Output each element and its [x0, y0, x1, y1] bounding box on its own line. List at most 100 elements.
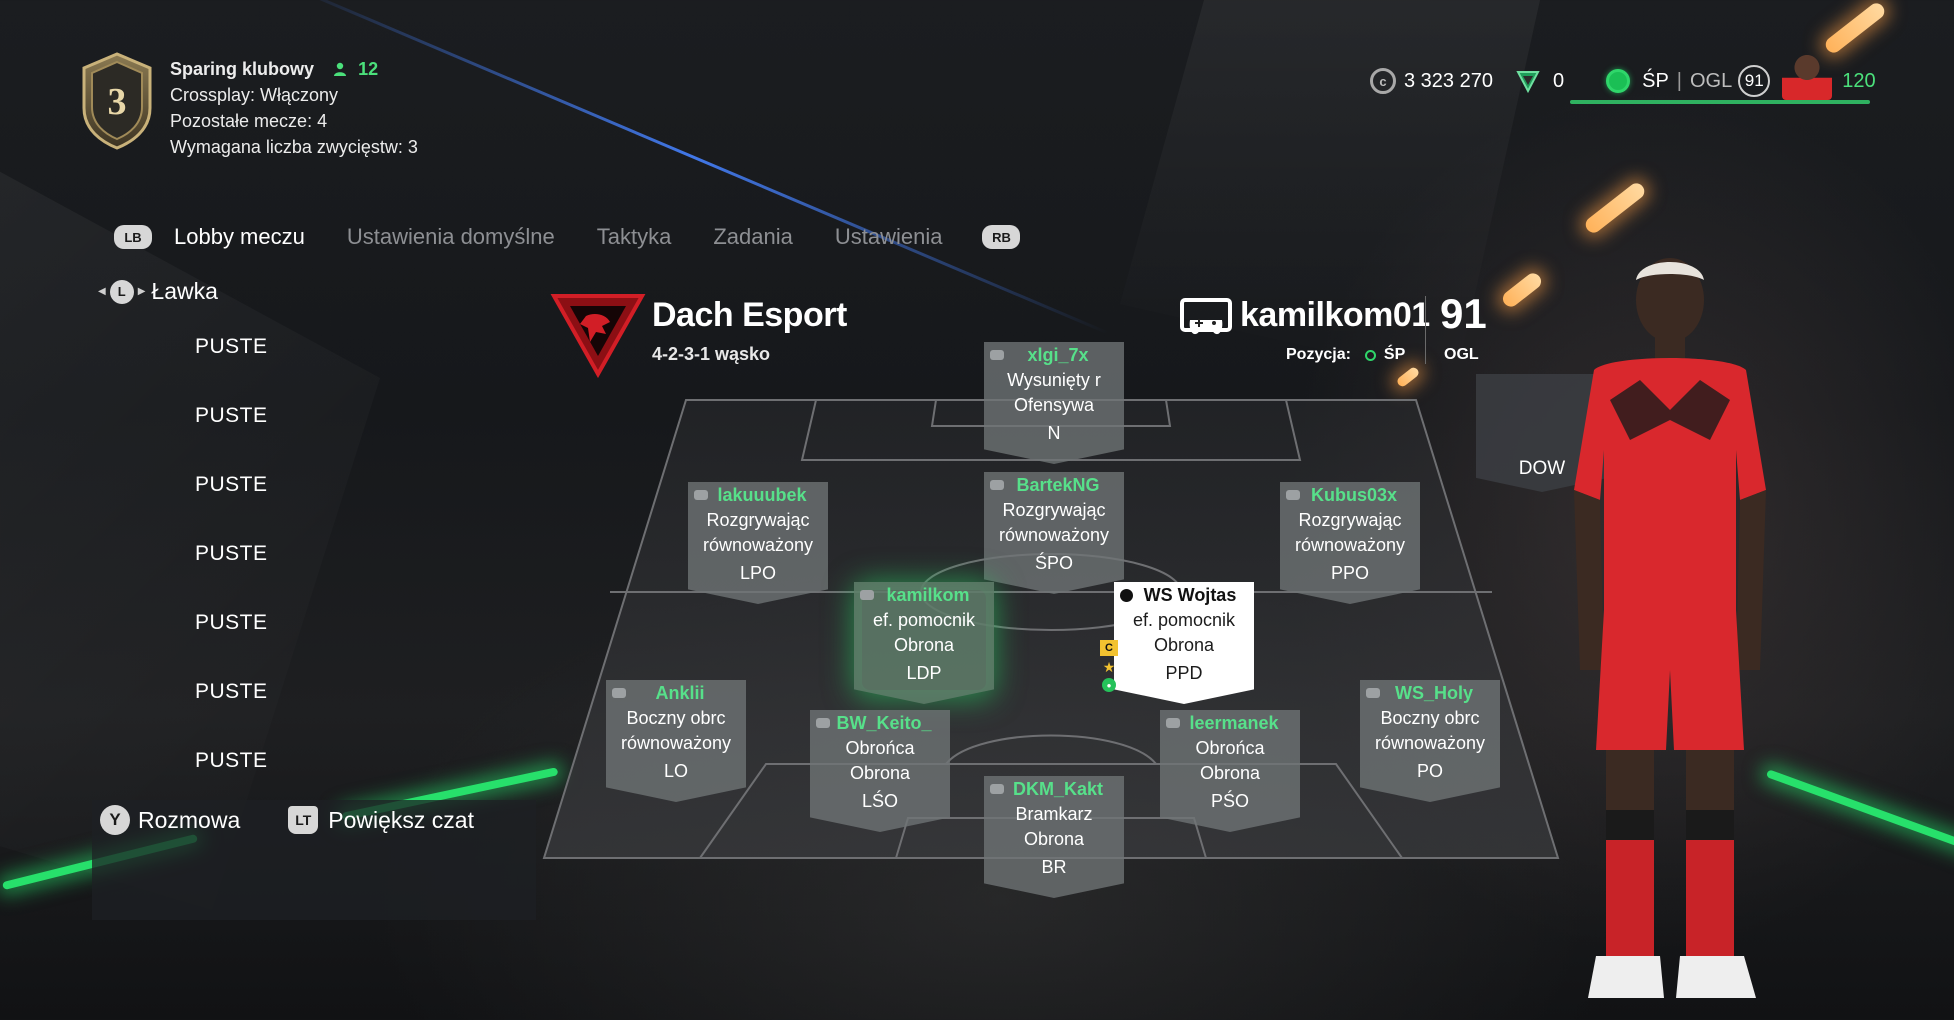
controller-small-icon: [1366, 688, 1380, 698]
bench-list: PUSTE PUSTE PUSTE PUSTE PUSTE PUSTE PUST…: [195, 330, 268, 813]
points-shield-icon: [1516, 71, 1540, 94]
player-avatar-figure: [1574, 258, 1766, 998]
controller-small-icon: [1286, 490, 1300, 500]
controller-small-icon: [1120, 589, 1133, 602]
card-player-name: BW_Keito_: [836, 713, 932, 733]
coin-icon: c: [1370, 68, 1396, 94]
profile-xp: 120: [1842, 69, 1876, 92]
controller-small-icon: [1166, 718, 1180, 728]
remaining-matches: Pozostałe mecze: 4: [170, 111, 328, 131]
background-panel: [0, 150, 380, 910]
tab-default-settings[interactable]: Ustawienia domyślne: [346, 224, 555, 249]
member-count: 12: [358, 59, 379, 79]
tab-tactics[interactable]: Taktyka: [596, 224, 672, 249]
required-wins: Wymagana liczba zwycięstw: 3: [170, 137, 418, 157]
separator: |: [1676, 69, 1682, 92]
tab-settings[interactable]: Ustawienia: [834, 224, 943, 249]
card-style: równoważony: [1294, 535, 1406, 555]
lt-trigger-icon[interactable]: LT: [288, 806, 319, 834]
card-position: LDP: [906, 663, 942, 683]
card-position: PŚO: [1210, 791, 1249, 811]
card-player-name: BartekNG: [1016, 475, 1100, 495]
captain-badge-icon: C: [1100, 640, 1118, 656]
position-status-icon: [1364, 349, 1376, 361]
background-light-beam: [278, 0, 1109, 335]
talk-button[interactable]: Rozmowa: [138, 806, 241, 833]
controller-small-icon: [990, 480, 1004, 490]
header-divider: [1425, 296, 1426, 364]
bench-slot[interactable]: PUSTE: [195, 542, 268, 565]
profile-ogl-label: OGL: [1690, 69, 1733, 92]
profile-ogl-value: 91: [1738, 65, 1771, 97]
y-button-icon[interactable]: Y: [100, 805, 130, 835]
card-role: Obrońca: [1195, 738, 1265, 758]
card-role: Boczny obrc: [626, 708, 726, 728]
player-name: kamilkom01: [1240, 296, 1430, 334]
card-position: LŚO: [861, 791, 899, 811]
bench-slot[interactable]: PUSTE: [195, 611, 268, 634]
background-orange-light: [1499, 270, 1545, 310]
avatar[interactable]: [1782, 50, 1833, 100]
card-role: Bramkarz: [1015, 804, 1093, 824]
card-player-name: lakuuubek: [717, 485, 807, 505]
crossplay-status: Crossplay: Włączony: [170, 85, 339, 105]
person-icon: [334, 62, 347, 76]
card-style: równoważony: [620, 733, 732, 753]
card-style: równoważony: [702, 535, 814, 555]
card-player-name: DKM_Kakt: [1012, 779, 1104, 799]
profile-position: ŚP: [1642, 69, 1669, 92]
coin-balance: 3 323 270: [1404, 69, 1493, 92]
background-orange-light: [1395, 365, 1421, 389]
background-panel-top: [1120, 0, 1540, 380]
bench-header[interactable]: ◀ L ▶ Ławka: [98, 278, 218, 305]
card-style: Obrona: [1023, 829, 1085, 849]
tab-bar: LB Lobby meczu Ustawienia domyślne Takty…: [114, 224, 1021, 250]
star-icon: ★: [1102, 658, 1116, 675]
card-player-name: Kubus03x: [1310, 485, 1398, 505]
expand-chat-button[interactable]: Powiększ czat: [328, 806, 474, 833]
xp-progress-bar: [1570, 100, 1870, 104]
player-rating: 91: [1440, 290, 1487, 337]
lobby-title: Sparing klubowy: [170, 59, 315, 79]
card-role: Rozgrywając: [706, 510, 810, 530]
lb-bumper-icon[interactable]: LB: [114, 225, 152, 249]
controller-icon: [1180, 298, 1232, 335]
bench-slot[interactable]: PUSTE: [195, 680, 268, 703]
bench-slot[interactable]: PUSTE: [195, 473, 268, 496]
chat-actions: Y Rozmowa LT Powiększ czat: [100, 805, 474, 835]
rb-bumper-icon[interactable]: RB: [982, 225, 1021, 249]
card-position: BR: [1041, 857, 1067, 877]
bench-slot[interactable]: PUSTE: [195, 404, 268, 427]
club-formation: 4-2-3-1 wąsko: [652, 344, 771, 364]
dow-label: DOW: [1518, 458, 1566, 479]
lobby-info: Sparing klubowy 12 Crossplay: Włączony P…: [170, 56, 418, 160]
points-balance: 0: [1552, 69, 1565, 92]
card-role: Rozgrywając: [1298, 510, 1402, 530]
tab-tasks[interactable]: Zadania: [713, 224, 793, 249]
card-style: równoważony: [998, 525, 1110, 545]
controller-small-icon: [990, 350, 1004, 360]
card-style: Obrona: [849, 763, 911, 783]
bench-slot[interactable]: PUSTE: [195, 335, 268, 358]
position-label: Pozycja:: [1286, 346, 1351, 363]
card-position: N: [1047, 423, 1061, 443]
card-role: ef. pomocnik: [872, 610, 976, 630]
tab-lobby[interactable]: Lobby meczu: [174, 224, 305, 249]
card-role: Obrońca: [845, 738, 915, 758]
card-position: LPO: [739, 563, 777, 583]
background-orange-light: [1582, 180, 1648, 236]
controller-small-icon: [860, 590, 874, 600]
bench-slot[interactable]: PUSTE: [195, 749, 268, 772]
player-ogl-label: OGL: [1444, 346, 1479, 363]
